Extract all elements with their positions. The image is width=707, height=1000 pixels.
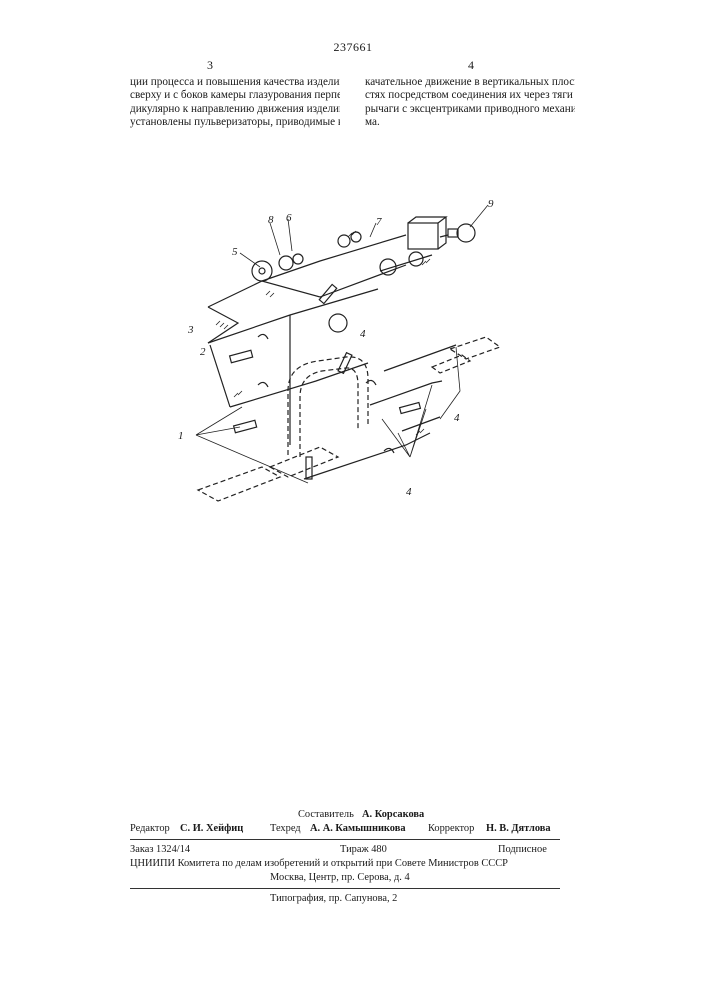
conveyor-item-outline xyxy=(270,447,338,477)
divider xyxy=(130,839,560,840)
text-line: ма. xyxy=(365,116,575,129)
techred-label: Техред xyxy=(270,822,301,835)
support-hatching xyxy=(216,231,430,435)
techred-name: А. А. Камышникова xyxy=(310,822,406,835)
conveyor-item-outline xyxy=(450,337,500,359)
figure-label: 9 xyxy=(488,198,494,210)
figure-label: 1 xyxy=(178,430,184,442)
editor-name: С. И. Хейфиц xyxy=(180,822,243,835)
spray-nozzle xyxy=(338,353,352,374)
divider xyxy=(130,888,560,889)
printer: Типография, пр. Сапунова, 2 xyxy=(270,892,397,905)
figure-label: 3 xyxy=(187,324,194,336)
gearbox xyxy=(408,223,438,249)
circulation: Тираж 480 xyxy=(340,843,387,856)
lever-line xyxy=(304,433,430,479)
column-number-left: 3 xyxy=(207,58,213,73)
lever-line xyxy=(230,363,368,407)
figure-label: 5 xyxy=(232,246,238,258)
text-column-right: качательное движение в вертикальных плос… xyxy=(365,76,575,130)
address: Москва, Центр, пр. Серова, д. 4 xyxy=(270,871,410,884)
text-column-left: ции процесса и повышения качества издели… xyxy=(130,76,340,130)
corrector-name: Н. В. Дятлова xyxy=(486,822,551,835)
compiler-name: А. Корсакова xyxy=(362,808,424,821)
imprint-block: Составитель А. Корсакова Редактор С. И. … xyxy=(130,808,560,906)
mechanism-schematic: 1 2 3 4 4 4 5 6 7 8 9 xyxy=(170,195,510,515)
conveyor-item-outline xyxy=(432,355,470,373)
text-line: ции процесса и повышения качества издели… xyxy=(130,76,340,89)
subscription: Подписное xyxy=(498,843,547,856)
figure-label: 4 xyxy=(406,486,412,498)
text-line: рычаги с эксцентриками приводного механи… xyxy=(365,103,575,116)
lever-line xyxy=(208,265,406,307)
figure-label: 7 xyxy=(376,216,382,228)
figure-label: 2 xyxy=(200,346,206,358)
spray-nozzle xyxy=(400,403,421,414)
lever-line xyxy=(208,289,378,343)
eccentric-wheel xyxy=(329,314,347,332)
spray-nozzle xyxy=(230,350,253,362)
figure-label: 6 xyxy=(286,212,292,224)
text-line: дикулярно к направлению движения изделий xyxy=(130,103,340,116)
conveyor-item-outline xyxy=(198,467,280,501)
compiler-label: Составитель xyxy=(298,808,354,821)
column-number-right: 4 xyxy=(468,58,474,73)
institute: ЦНИИПИ Комитета по делам изобретений и о… xyxy=(130,857,508,870)
text-line: качательное движение в вертикальных плос… xyxy=(365,76,575,89)
corrector-label: Корректор xyxy=(428,822,474,835)
text-line: сверху и с боков камеры глазурования пер… xyxy=(130,89,340,102)
motor xyxy=(457,224,475,242)
technical-drawing: 1 2 3 4 4 4 5 6 7 8 9 xyxy=(170,195,510,515)
patent-number: 237661 xyxy=(328,40,378,55)
order-number: Заказ 1324/14 xyxy=(130,843,190,856)
figure-label: 8 xyxy=(268,214,274,226)
text-line: установлены пульверизаторы, приводимые в xyxy=(130,116,340,129)
text-line: стях посредством соединения их через тяг… xyxy=(365,89,575,102)
spray-nozzle xyxy=(234,420,257,432)
figure-label: 4 xyxy=(454,412,460,424)
rocker-arrow xyxy=(258,334,268,339)
eccentric-wheel xyxy=(252,261,272,281)
editor-label: Редактор xyxy=(130,822,170,835)
figure-label: 4 xyxy=(360,328,366,340)
